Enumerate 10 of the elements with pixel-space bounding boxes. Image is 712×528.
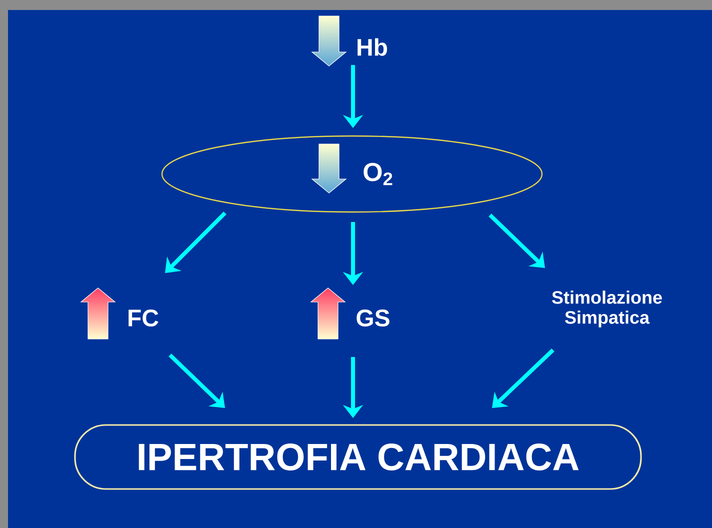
oval: O$_{2}$ — [161, 135, 543, 213]
arrow — [165, 212, 226, 273]
node-label: Hb — [358, 38, 387, 56]
arrow — [488, 214, 545, 268]
node-label: Stimolazione Simpatica — [552, 290, 662, 328]
rounded-box: IPERTROFIA CARDIACA — [74, 424, 642, 490]
arrow — [168, 354, 225, 408]
arrow — [492, 348, 554, 408]
node-label: GS — [356, 310, 390, 326]
node-label: FC — [128, 310, 158, 326]
